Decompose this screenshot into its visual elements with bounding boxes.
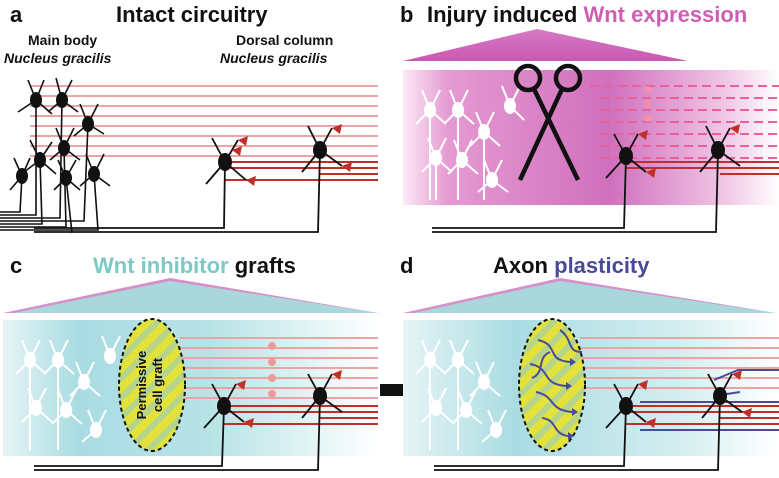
panel-c: c Wnt inhibitor grafts (3, 253, 379, 471)
permissive-cell-graft (118, 318, 186, 452)
panel-a-dorsal-neurons (34, 125, 343, 233)
dorsal-column-label: Dorsal column (236, 32, 333, 48)
panel-a-synapse-terminals (232, 124, 352, 186)
panel-d-title-part1: Axon (493, 253, 554, 278)
panel-d-white-somas (424, 352, 502, 438)
panel-a-main-body-neurons (0, 77, 111, 234)
panel-b-dorsal-somas (619, 141, 725, 165)
main-body-sublabel: Nucleus gracilis (4, 50, 112, 66)
panel-b-terminals (638, 124, 740, 178)
panel-d-title-part2: plasticity (554, 253, 650, 278)
panel-a-red-axons (225, 161, 378, 181)
panel-c-title: Wnt inhibitor grafts (93, 253, 296, 278)
scissors-icon (513, 63, 583, 181)
panel-c-retraction-bulbs (268, 342, 276, 398)
sprout-arrowheads (566, 358, 578, 440)
panel-c-letter: c (10, 253, 22, 278)
panel-b-title: Injury induced Wnt expression (427, 2, 747, 27)
panel-c-dorsal-somas (217, 387, 327, 415)
main-body-label: Main body (28, 32, 97, 48)
panel-c-white-somas (24, 348, 116, 438)
panel-c-dorsal-neurons (34, 373, 343, 471)
panel-b-white-somas (424, 98, 516, 188)
panel-b-white-neurons (415, 85, 525, 200)
panel-c-title-part1: Wnt inhibitor (93, 253, 229, 278)
panel-b-wnt-triangle (403, 29, 688, 61)
panel-a-dorsal-somas (218, 141, 327, 171)
panel-a: a Intact circuitry Main body Nucleus gra… (0, 2, 378, 234)
panel-d-terminals (638, 370, 752, 428)
panel-d-graft (518, 318, 586, 452)
graft-label-line1: Permissive (134, 351, 149, 420)
panel-b-spinal-tissue (403, 70, 779, 205)
panel-a-main-body-somas (16, 92, 100, 186)
panel-c-graft: Permissive cell graft (118, 318, 186, 452)
sprouting-axons (529, 329, 583, 437)
panel-d-title: Axon plasticity (493, 253, 650, 278)
graft-label-line2: cell graft (150, 357, 165, 412)
panel-d-letter: d (400, 253, 413, 278)
panel-d-white-neurons (415, 339, 507, 450)
panel-d-dorsal-neurons (434, 373, 743, 471)
panel-a-letter: a (10, 2, 23, 27)
panel-d-dorsal-somas (619, 387, 727, 415)
panel-b-letter: b (400, 2, 413, 27)
dorsal-column-sublabel: Nucleus gracilis (220, 50, 328, 66)
panel-b-retraction-bulbs (644, 86, 652, 122)
panel-a-title: Intact circuitry (116, 2, 268, 27)
panel-c-terminals (236, 370, 342, 428)
panel-d: d Axon plasticity (400, 253, 779, 471)
permissive-cell-graft-d (518, 318, 586, 452)
panel-d-pink-axons (580, 337, 779, 389)
panel-d-inhibitor-triangle (414, 281, 776, 313)
panel-b-dorsal-neurons (432, 125, 741, 233)
panel-c-inhibitor-triangle (14, 281, 378, 313)
panel-b: b Injury induced Wnt expression (400, 2, 779, 233)
panel-b-title-part2: Wnt expression (583, 2, 747, 27)
panel-b-title-part1: Injury induced (427, 2, 583, 27)
panel-c-pink-axons (180, 337, 378, 399)
panel-c-title-part2: grafts (229, 253, 296, 278)
